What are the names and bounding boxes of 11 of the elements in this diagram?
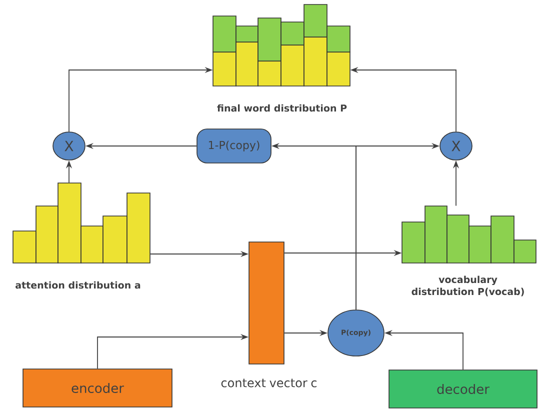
node-label: final word distribution P	[217, 104, 347, 112]
probability-box: 1-P(copy)	[196, 128, 272, 164]
decoder-box: decoder	[388, 370, 538, 408]
node-label: context vector c	[221, 378, 317, 388]
node-label: attention distribution a	[16, 281, 140, 289]
node-label: vocabulary distribution P(vocab)	[412, 276, 524, 296]
encoder-box: encoder	[22, 368, 172, 408]
bar-chart-drawing	[12, 182, 150, 264]
bar-chart-drawing	[402, 206, 536, 264]
context-vector-bar	[248, 242, 284, 364]
stacked-bar-chart-drawing	[212, 4, 350, 86]
